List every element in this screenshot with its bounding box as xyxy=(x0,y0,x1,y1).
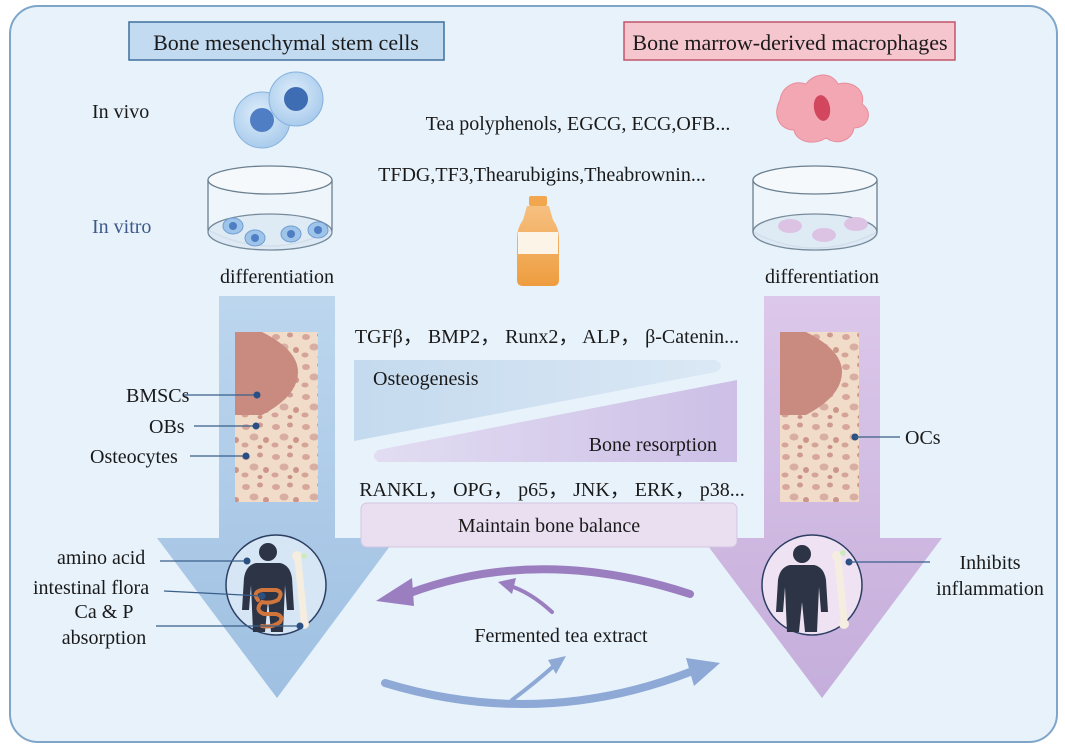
right-title-box xyxy=(623,21,956,61)
human-body-icon xyxy=(776,545,828,632)
maintain-balance-box xyxy=(360,502,738,548)
bmscs-label: BMSCs xyxy=(126,385,190,407)
intestinal-flora-label: intestinal flora xyxy=(33,577,149,599)
intestinal-flora-leader xyxy=(163,590,263,597)
intestinal-flora-dot xyxy=(258,592,266,600)
left-differentiation-label: differentiation xyxy=(220,266,334,288)
bone-icon xyxy=(832,550,849,629)
fermented-tea-extract-label: Fermented tea extract xyxy=(474,625,648,647)
osteogenesis-label: Osteogenesis xyxy=(373,368,479,390)
obs-dot xyxy=(252,422,260,430)
compounds-line-2: TFDG,TF3,Thearubigins,Theabrownin... xyxy=(378,164,706,186)
blue-curved-arrow xyxy=(381,656,720,709)
bone-icon xyxy=(292,551,309,629)
in-vivo-label: In vivo xyxy=(92,101,149,123)
ocs-label: OCs xyxy=(905,427,941,449)
stem-cells-icon xyxy=(233,71,324,149)
left-title-box xyxy=(128,21,445,61)
bmscs-dot xyxy=(253,391,261,399)
inhibits-label-line-2: inflammation xyxy=(936,578,1044,600)
ca-p-label-line-2: absorption xyxy=(62,627,146,649)
left-bone-tissue xyxy=(235,332,318,502)
purple-curved-arrow xyxy=(376,565,694,614)
resorption-markers: RANKL， OPG， p65， JNK， ERK， p38... xyxy=(359,479,745,501)
petri-dish-icon xyxy=(752,165,878,251)
right-body-circle xyxy=(761,534,863,636)
left-title: Bone mesenchymal stem cells xyxy=(153,30,419,55)
compounds-line-1: Tea polyphenols, EGCG, ECG,OFB... xyxy=(426,113,731,135)
bone-resorption-label: Bone resorption xyxy=(589,434,717,456)
osteogenesis-markers: TGFβ， BMP2， Runx2， ALP， β-Catenin... xyxy=(355,326,739,348)
tea-bottle-icon xyxy=(517,196,559,286)
ca-p-label-line-1: Ca & P xyxy=(75,601,134,623)
osteocytes-dot xyxy=(242,452,250,460)
macrophage-icon xyxy=(776,74,869,143)
ca-p-dot xyxy=(296,622,304,630)
osteogenesis-wedge xyxy=(354,360,721,441)
osteocytes-label: Osteocytes xyxy=(90,446,178,468)
inhibits-label-line-1: Inhibits xyxy=(959,552,1020,574)
bone-resorption-wedge xyxy=(374,380,737,462)
maintain-balance-label: Maintain bone balance xyxy=(458,515,640,537)
right-bone-tissue xyxy=(780,332,859,502)
petri-dish-icon xyxy=(207,165,333,251)
right-title: Bone marrow-derived macrophages xyxy=(632,30,947,55)
intestine-icon xyxy=(253,588,284,629)
obs-label: OBs xyxy=(149,416,185,438)
in-vitro-label: In vitro xyxy=(92,216,151,238)
amino-acid-dot xyxy=(243,557,251,565)
amino-acid-label: amino acid xyxy=(57,547,145,569)
left-body-circle xyxy=(225,534,327,636)
right-differentiation-label: differentiation xyxy=(765,266,879,288)
